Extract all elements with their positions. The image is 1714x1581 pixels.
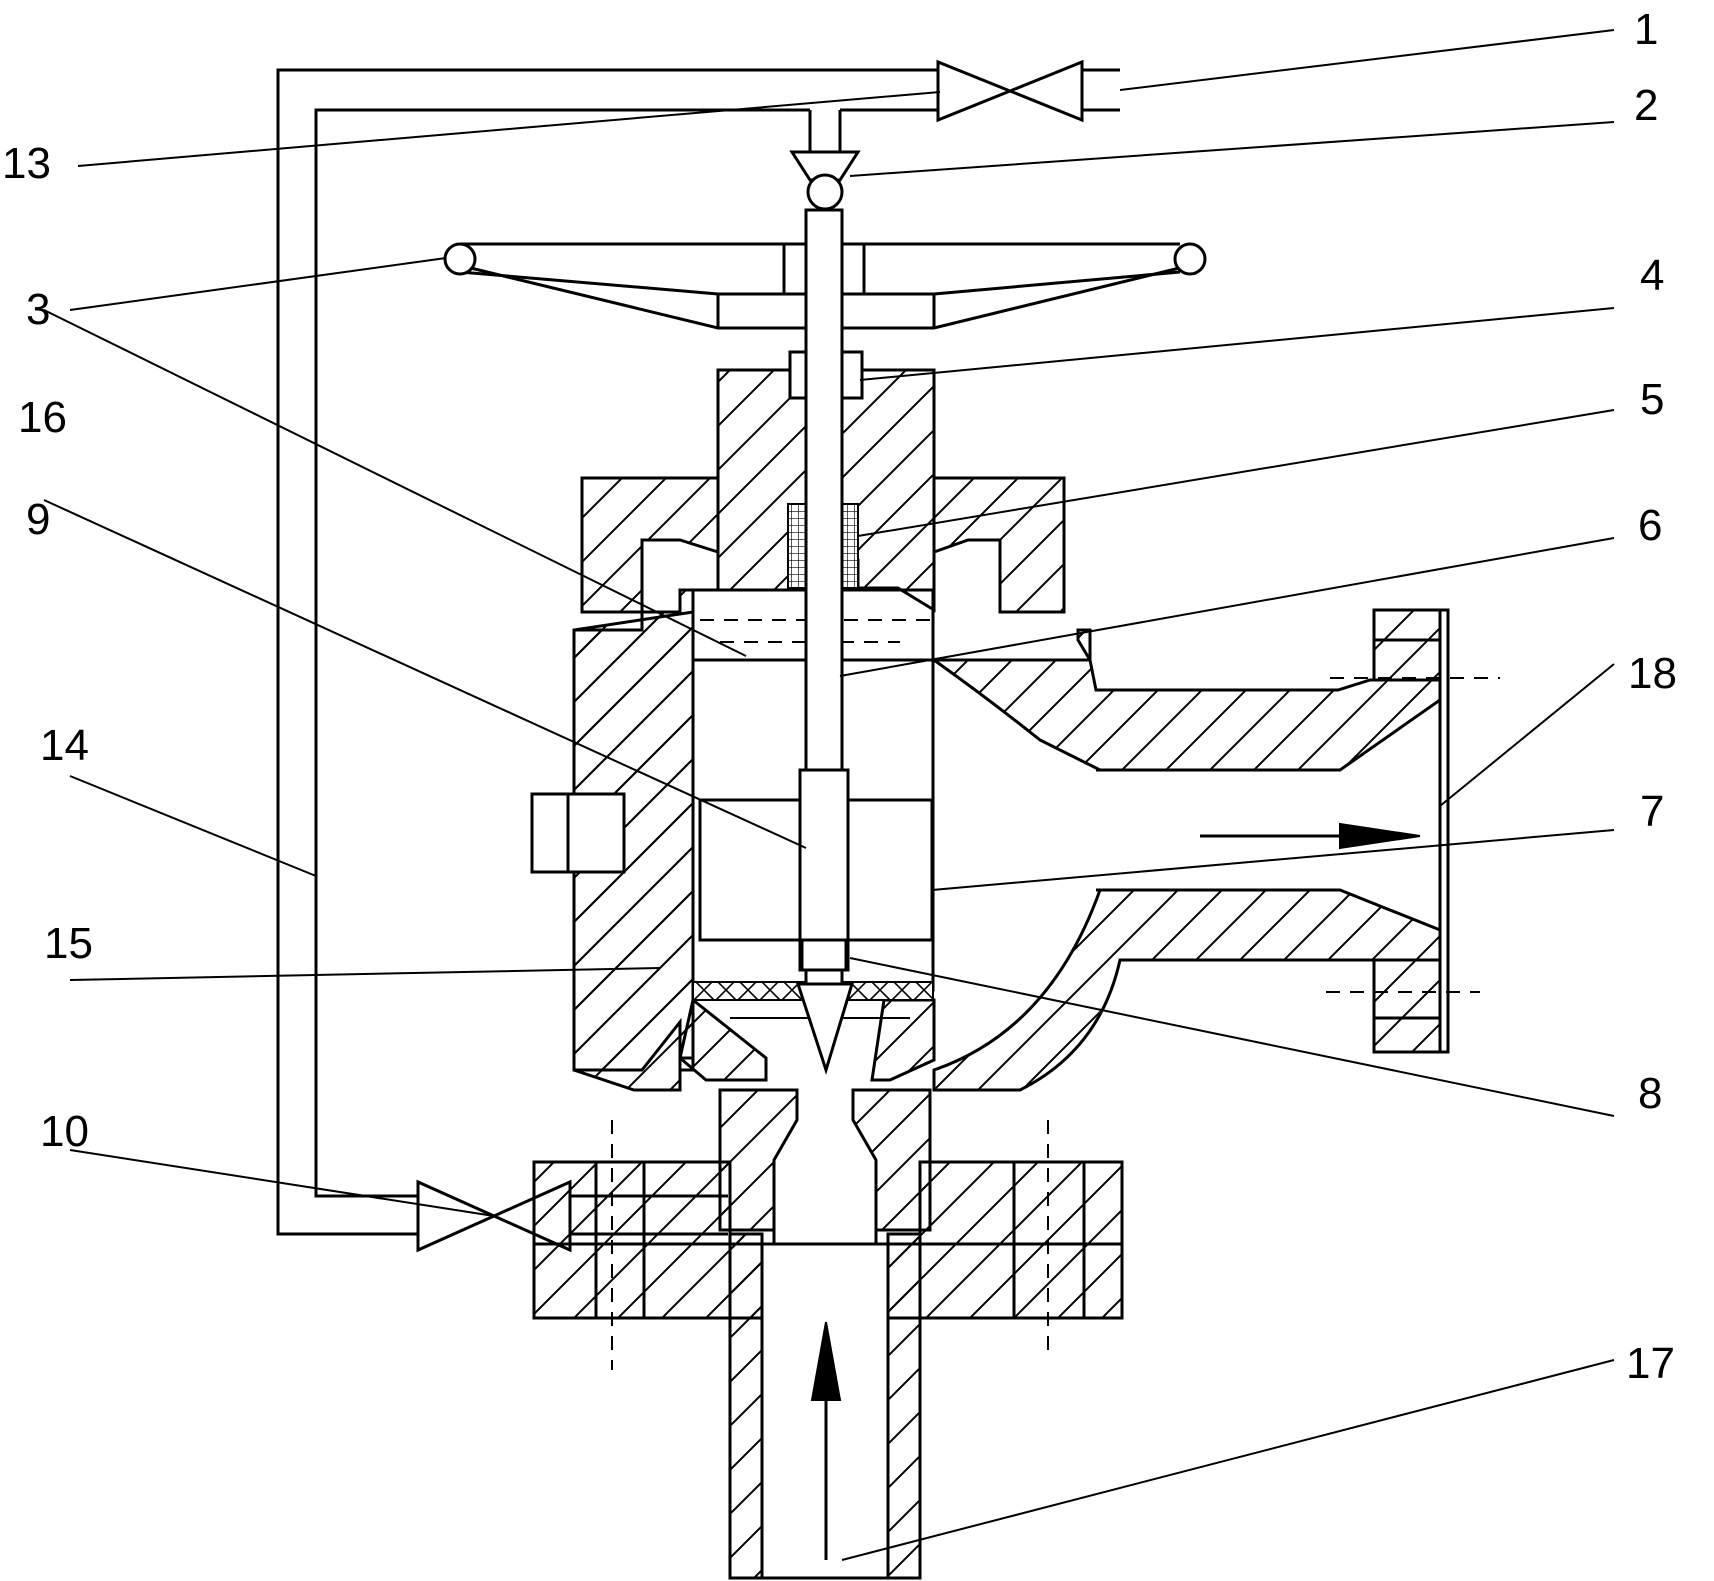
label-1: 1 — [1634, 5, 1658, 54]
label-16: 16 — [18, 393, 67, 442]
label-5: 5 — [1640, 375, 1664, 424]
inlet-pipe — [728, 1162, 922, 1580]
label-13: 13 — [2, 139, 51, 188]
needle-cone — [795, 982, 855, 1076]
label-17: 17 — [1626, 1339, 1675, 1388]
label-8: 8 — [1638, 1069, 1662, 1118]
label-14: 14 — [40, 721, 89, 770]
label-6: 6 — [1638, 501, 1662, 550]
label-3: 3 — [26, 285, 50, 334]
side-port — [530, 792, 626, 874]
check-valve — [789, 150, 861, 211]
label-10: 10 — [40, 1107, 89, 1156]
label-18: 18 — [1628, 649, 1677, 698]
label-7: 7 — [1640, 787, 1664, 836]
inlet-flow-arrow — [810, 1321, 842, 1560]
part-labels: 1 2 13 3 4 16 5 9 6 18 14 7 15 8 10 17 — [2, 5, 1677, 1388]
outlet-duct — [1096, 700, 1442, 930]
label-9: 9 — [26, 495, 50, 544]
label-2: 2 — [1634, 81, 1658, 130]
label-15: 15 — [44, 919, 93, 968]
inlet-flange — [532, 1120, 1124, 1370]
leader-lines — [43, 29, 1615, 1561]
valve-stem — [798, 208, 850, 1002]
upper-bypass-valve — [936, 59, 1120, 123]
label-4: 4 — [1640, 251, 1664, 300]
valve-body — [572, 588, 1442, 1232]
outlet-flow-arrow — [1200, 822, 1421, 850]
